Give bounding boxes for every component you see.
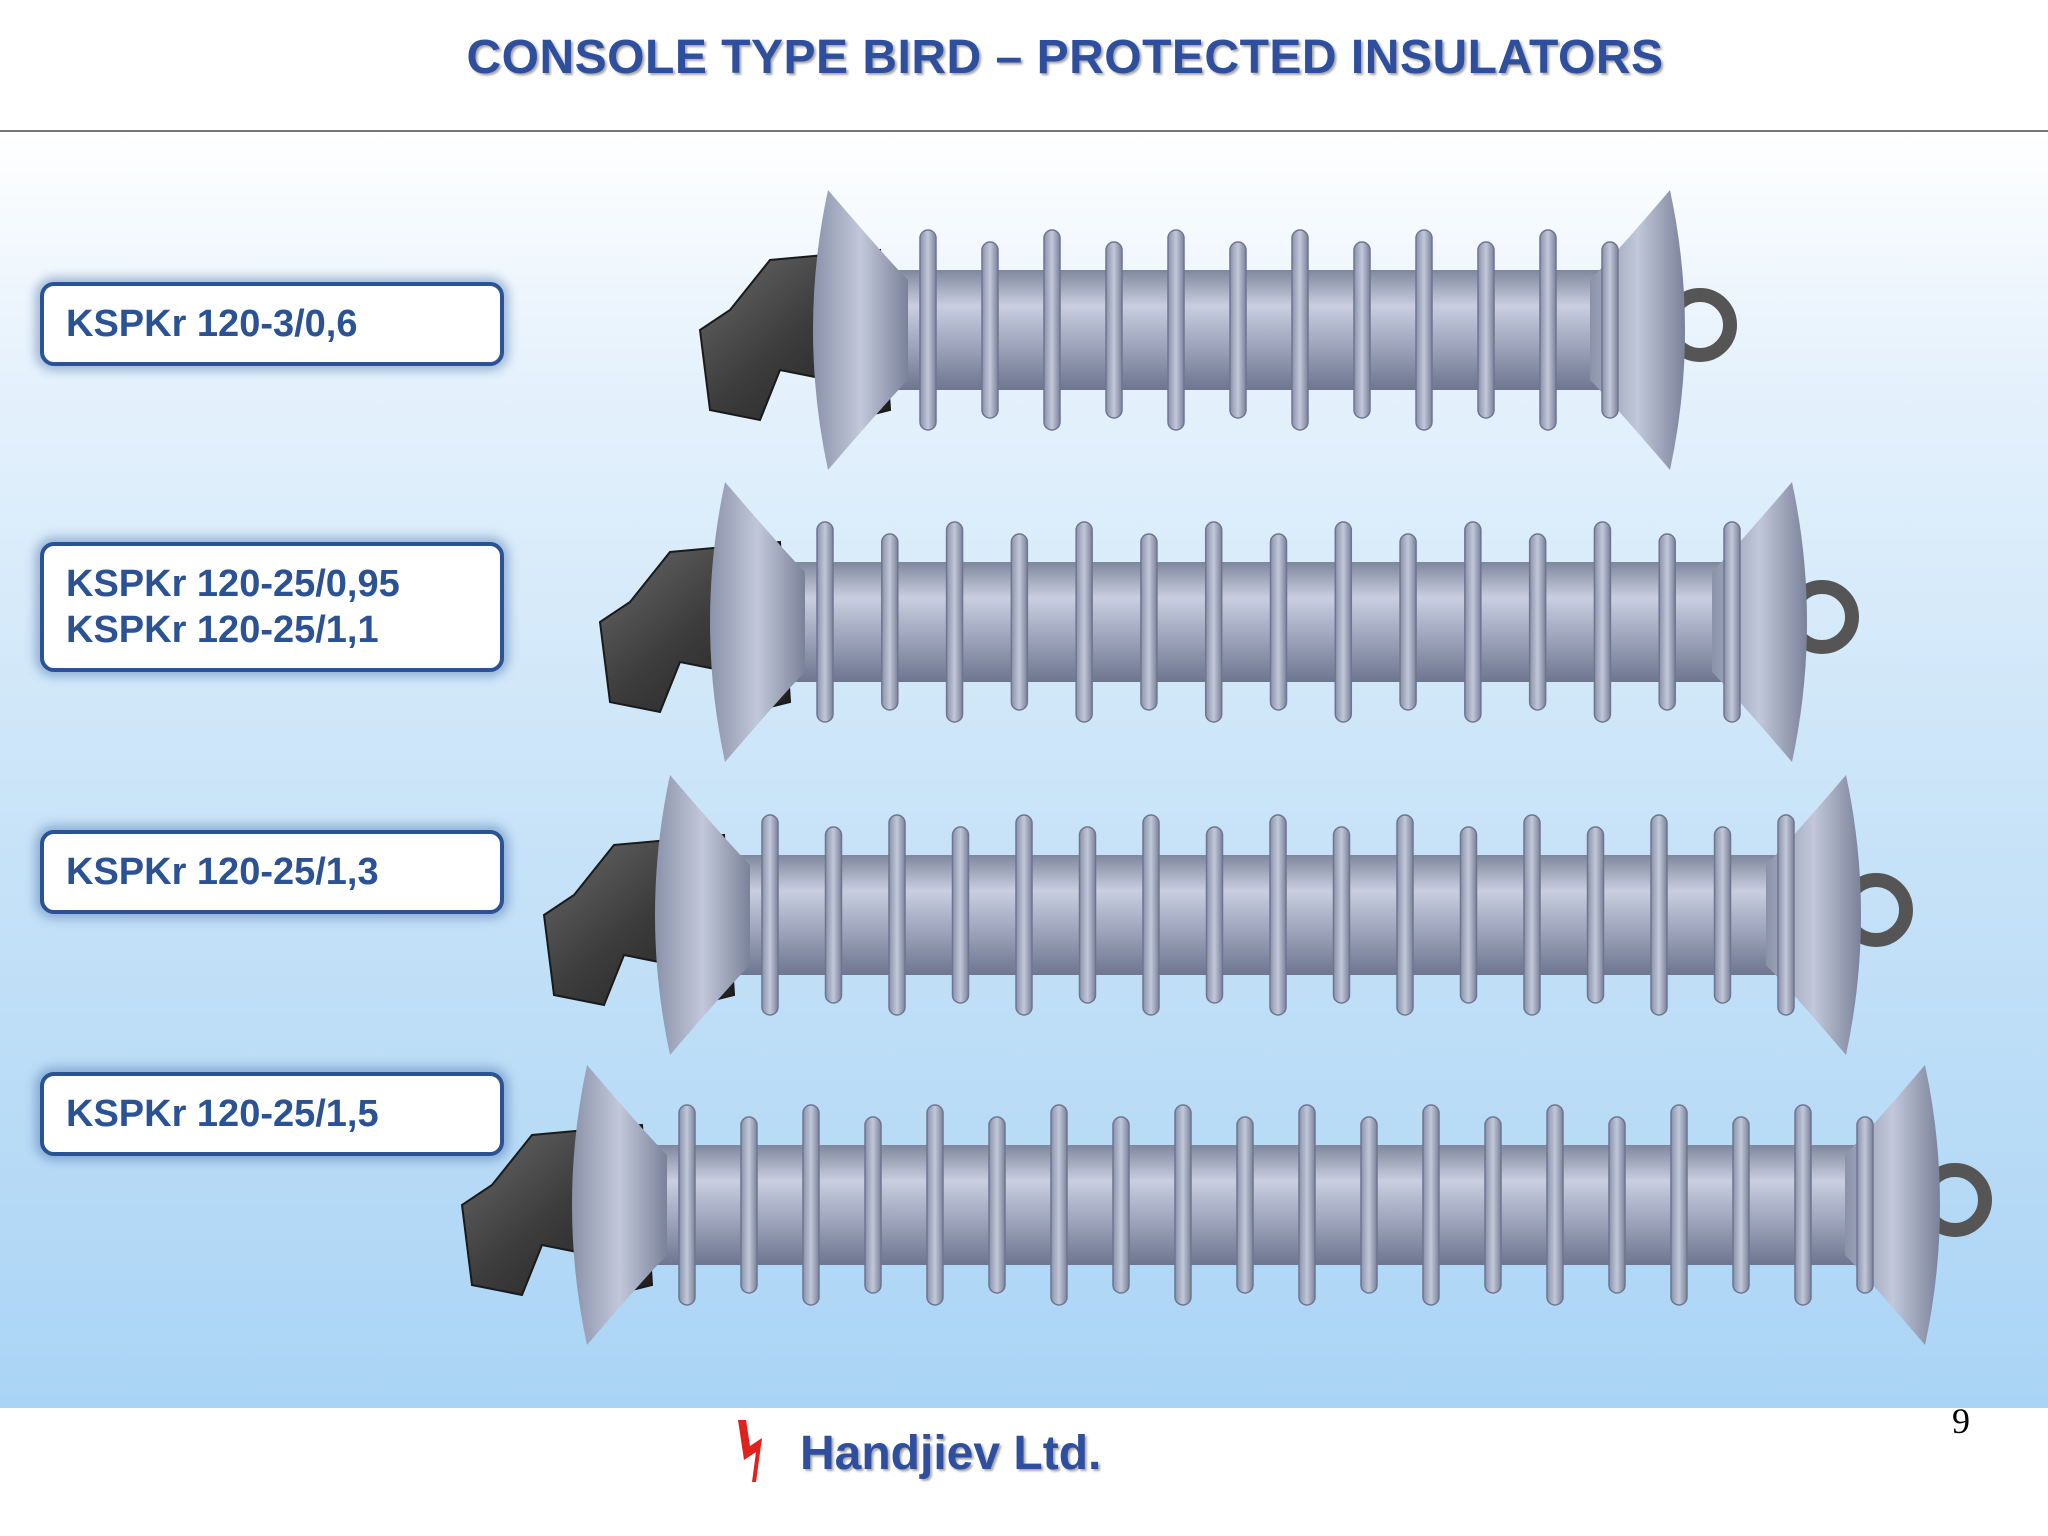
shed bbox=[1205, 826, 1224, 1004]
shed bbox=[1586, 826, 1605, 1004]
model-label-box: KSPKr 120-25/1,3 bbox=[40, 830, 504, 914]
shed bbox=[1459, 826, 1478, 1004]
shed bbox=[1360, 1116, 1378, 1294]
shed bbox=[1075, 521, 1093, 723]
shed bbox=[1658, 533, 1676, 711]
shed bbox=[988, 1116, 1006, 1294]
shed bbox=[1236, 1116, 1254, 1294]
end-shed bbox=[813, 190, 908, 470]
company-name: Handjiev Ltd. bbox=[800, 1427, 1102, 1480]
shed bbox=[1670, 1104, 1688, 1306]
shed bbox=[1794, 1104, 1812, 1306]
model-name: KSPKr 120-25/1,3 bbox=[66, 851, 379, 893]
model-name: KSPKr 120-25/1,1 bbox=[66, 609, 379, 651]
insulator bbox=[460, 1065, 1992, 1345]
shed bbox=[1112, 1116, 1130, 1294]
shed bbox=[926, 1104, 944, 1306]
shed bbox=[761, 814, 779, 1016]
insulator bbox=[698, 190, 1737, 470]
shed bbox=[1601, 241, 1619, 419]
handjiev-logo-icon bbox=[738, 1420, 762, 1482]
shed bbox=[1269, 814, 1287, 1016]
shed bbox=[951, 826, 970, 1004]
shed bbox=[824, 826, 843, 1004]
shed bbox=[1777, 814, 1795, 1016]
shed bbox=[1332, 826, 1351, 1004]
shed bbox=[678, 1104, 696, 1306]
shed bbox=[1732, 1116, 1750, 1294]
shed bbox=[740, 1116, 758, 1294]
shed bbox=[1269, 533, 1288, 711]
shed bbox=[1353, 241, 1371, 419]
shed bbox=[1546, 1104, 1564, 1306]
shed bbox=[1723, 521, 1741, 723]
shed bbox=[1484, 1116, 1502, 1294]
end-shed bbox=[572, 1065, 667, 1345]
shed bbox=[1477, 241, 1495, 419]
shed bbox=[1539, 229, 1557, 431]
shed bbox=[1608, 1116, 1626, 1294]
shed bbox=[1298, 1104, 1316, 1306]
page-number: 9 bbox=[1952, 1401, 1970, 1441]
insulator-body bbox=[690, 855, 1826, 975]
shed bbox=[1050, 1104, 1068, 1306]
shed bbox=[1204, 521, 1223, 723]
shed bbox=[1140, 533, 1158, 711]
shed bbox=[1167, 229, 1185, 431]
shed bbox=[945, 521, 964, 723]
shed bbox=[1593, 521, 1612, 723]
shed bbox=[1650, 814, 1668, 1016]
end-shed bbox=[655, 775, 750, 1055]
shed bbox=[919, 229, 937, 431]
shed bbox=[1174, 1104, 1192, 1306]
end-shed bbox=[710, 482, 805, 762]
insulator-body bbox=[745, 562, 1772, 682]
shed bbox=[802, 1104, 820, 1306]
shed bbox=[1396, 814, 1414, 1016]
shed bbox=[1142, 814, 1160, 1016]
insulator-body bbox=[607, 1145, 1905, 1265]
shed bbox=[1334, 521, 1353, 723]
model-name: KSPKr 120-25/0,95 bbox=[66, 563, 400, 605]
insulator bbox=[598, 482, 1859, 762]
page-title: CONSOLE TYPE BIRD – PROTECTED INSULATORS bbox=[466, 31, 1664, 84]
model-label-box: KSPKr 120-25/1,5 bbox=[40, 1072, 504, 1156]
shed bbox=[1043, 229, 1061, 431]
shed bbox=[1291, 229, 1309, 431]
shed bbox=[888, 814, 906, 1016]
shed bbox=[1464, 521, 1482, 723]
shed bbox=[1528, 533, 1547, 711]
shed bbox=[816, 521, 834, 723]
shed bbox=[1010, 533, 1029, 711]
shed bbox=[1422, 1104, 1440, 1306]
shed bbox=[1399, 533, 1417, 711]
model-label-box: KSPKr 120-3/0,6 bbox=[40, 282, 504, 366]
shed bbox=[1229, 241, 1247, 419]
shed bbox=[864, 1116, 882, 1294]
shed bbox=[1015, 814, 1033, 1016]
insulator bbox=[542, 775, 1913, 1055]
model-name: KSPKr 120-25/1,5 bbox=[66, 1093, 379, 1135]
shed bbox=[1713, 826, 1732, 1004]
insulator-body bbox=[848, 270, 1650, 390]
shed bbox=[1078, 826, 1097, 1004]
shed bbox=[1415, 229, 1433, 431]
shed bbox=[981, 241, 999, 419]
shed bbox=[1523, 814, 1541, 1016]
model-name: KSPKr 120-3/0,6 bbox=[66, 303, 358, 345]
shed bbox=[1856, 1116, 1874, 1294]
shed bbox=[881, 533, 899, 711]
shed bbox=[1105, 241, 1123, 419]
